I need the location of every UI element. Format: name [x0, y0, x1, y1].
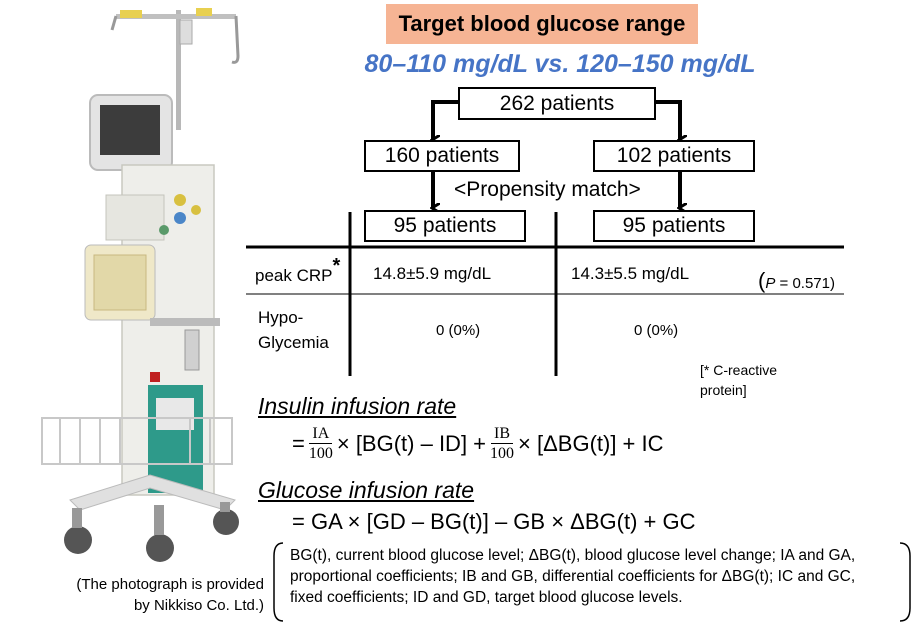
- insulin-term2: × [ΔBG(t)] + IC: [518, 430, 664, 456]
- glucose-range-comparison: 80–110 mg/dL vs. 120–150 mg/dL: [364, 50, 756, 78]
- footnote-line1: [* C-reactive: [700, 362, 778, 378]
- photo-caption: (The photograph is provided by Nikkiso C…: [20, 574, 264, 616]
- crp-liberal-value: 14.3±5.5 mg/dL: [571, 264, 690, 283]
- row-label-peak-crp: peak CRP*: [255, 255, 340, 287]
- fraction-ia: IA 100: [309, 424, 333, 463]
- ib-numerator: IB: [491, 424, 514, 444]
- hypo-strict-value: 0 (0%): [436, 322, 481, 339]
- peak-crp-text: peak CRP: [255, 266, 333, 285]
- ia-denominator: 100: [308, 445, 333, 462]
- hypo-line2: Glycemia: [258, 333, 329, 352]
- ib-denominator: 100: [490, 445, 515, 462]
- variable-legend: BG(t), current blood glucose level; ΔBG(…: [290, 547, 856, 606]
- caption-line2: by Nikkiso Co. Ltd.): [133, 597, 264, 614]
- caption-line1: (The photograph is provided: [76, 576, 264, 593]
- glucose-heading: Glucose infusion rate: [258, 477, 475, 503]
- crp-strict-value: 14.8±5.9 mg/dL: [373, 264, 492, 283]
- hypo-liberal-value: 0 (0%): [634, 322, 679, 339]
- row-label-hypoglycemia: Hypo- Glycemia: [258, 305, 329, 355]
- p-number: = 0.571): [775, 275, 835, 292]
- box-strict-group: 160 patients: [364, 140, 520, 172]
- box-total-patients: 262 patients: [458, 87, 656, 120]
- insulin-heading: Insulin infusion rate: [258, 393, 457, 419]
- insulin-formula: = IA 100 × [BG(t) – ID] + IB 100 × [ΔBG(…: [292, 424, 664, 463]
- p-value: (P = 0.571): [758, 268, 835, 294]
- box-matched-strict: 95 patients: [364, 210, 526, 242]
- insulin-eq: =: [292, 430, 305, 456]
- insulin-term1: × [BG(t) – ID] +: [336, 430, 487, 456]
- p-letter: P: [765, 275, 776, 292]
- fraction-ib: IB 100: [490, 424, 514, 463]
- arrow-right-top: [655, 100, 680, 140]
- asterisk-mark: *: [332, 255, 341, 277]
- ia-numerator: IA: [309, 424, 333, 444]
- title-banner: Target blood glucose range: [386, 4, 698, 44]
- box-liberal-group: 102 patients: [593, 140, 755, 172]
- device-illustration: [41, 8, 240, 562]
- p-open-paren: (: [758, 268, 766, 293]
- hypo-line1: Hypo-: [258, 308, 304, 327]
- propensity-match-label: <Propensity match>: [452, 178, 643, 202]
- footnote-line2: protein]: [700, 382, 747, 398]
- arrow-left-top: [433, 100, 460, 140]
- box-matched-liberal: 95 patients: [593, 210, 755, 242]
- legend-bracket-left: [273, 542, 284, 622]
- legend-bracket-right: [899, 542, 911, 622]
- glucose-formula: = GA × [GD – BG(t)] – GB × ΔBG(t) + GC: [292, 509, 696, 534]
- crp-footnote: [* C-reactive protein]: [700, 360, 777, 400]
